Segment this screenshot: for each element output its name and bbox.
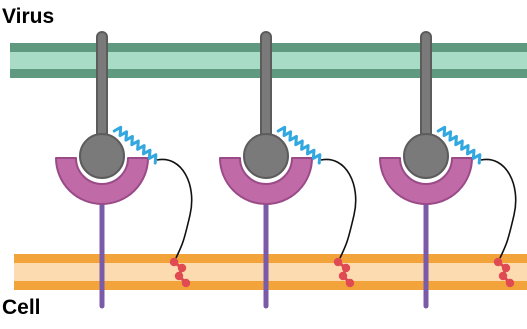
virus-label: Virus [2, 6, 54, 27]
cell-membrane [14, 254, 527, 290]
tether [157, 159, 192, 258]
cell-membrane-inner [14, 263, 527, 281]
tether [321, 159, 356, 258]
viral-protein-stalk [261, 32, 271, 150]
viral-protein-stalk [97, 32, 107, 150]
viral-protein-head [404, 134, 448, 178]
viral-protein-head [244, 134, 288, 178]
tether [481, 159, 516, 258]
cell-label: Cell [2, 297, 41, 318]
viral-protein-head [80, 134, 124, 178]
viral-protein-stalk [421, 32, 431, 150]
